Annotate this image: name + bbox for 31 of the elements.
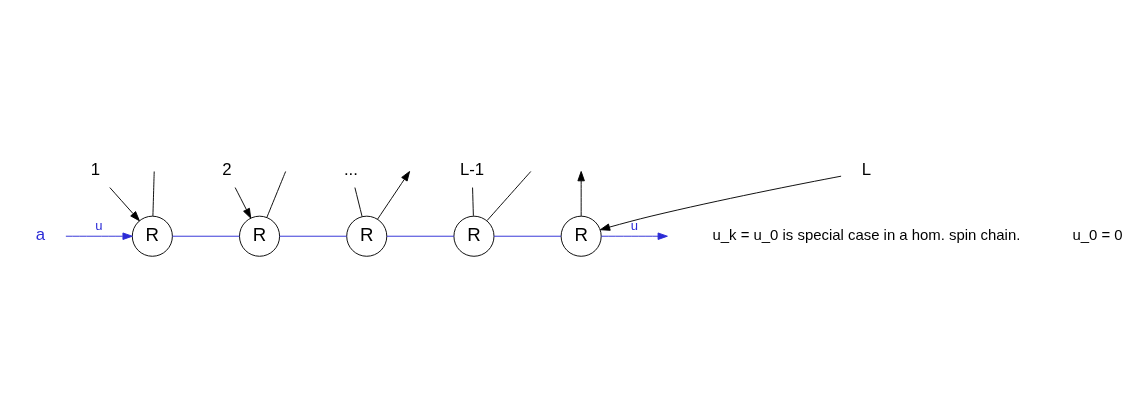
node-circle: R	[239, 215, 281, 257]
arrow	[600, 232, 668, 240]
connector	[486, 170, 532, 221]
arrow	[234, 186, 252, 219]
label: u_0 = 0	[1072, 226, 1123, 243]
node-text: 2	[222, 159, 232, 179]
connector	[386, 235, 455, 237]
edge-label: u	[95, 217, 103, 233]
connector	[266, 170, 287, 218]
node-text: L	[861, 159, 872, 179]
connector	[354, 186, 363, 217]
connector	[171, 235, 240, 237]
arrow	[109, 186, 140, 221]
connector	[472, 186, 474, 216]
connector	[152, 170, 155, 216]
connector	[493, 235, 562, 237]
node-circle: R	[560, 215, 602, 257]
node-text: a	[35, 224, 46, 244]
connector	[279, 235, 348, 237]
arrow	[377, 170, 411, 220]
edge-label: u	[630, 217, 638, 233]
arrow	[577, 170, 585, 216]
label: u_k = u_0 is special case in a hom. spin chain.	[712, 226, 1021, 243]
node-circle: R	[131, 215, 173, 257]
node-text: ...	[343, 159, 358, 179]
node-circle: R	[346, 215, 388, 257]
node-text: L-1	[459, 159, 485, 179]
node-circle: R	[453, 215, 495, 257]
arrow	[599, 175, 842, 231]
arrow	[65, 232, 133, 240]
node-text: 1	[90, 159, 101, 179]
